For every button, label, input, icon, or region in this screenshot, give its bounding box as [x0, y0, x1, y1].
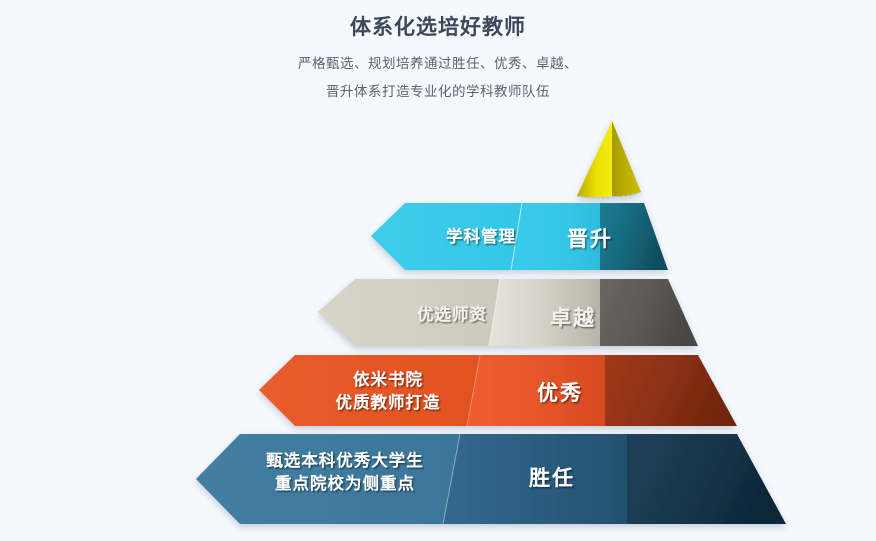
page-subtitle: 严格甄选、规划培养通过胜任、优秀、卓越、 晋升体系打造专业化的学科教师队伍	[0, 50, 876, 106]
level-4-banner-label-line2: 重点院校为侧重点	[275, 473, 415, 493]
apex-right-face	[612, 121, 641, 197]
level-4-side-face	[627, 434, 786, 524]
level-4-banner-label-line1: 甄选本科优秀大学生	[266, 450, 424, 470]
level-3-stage-label: 优秀	[537, 381, 583, 405]
page-title: 体系化选培好教师	[350, 16, 526, 39]
level-3-banner-label-line2: 优质教师打造	[336, 392, 441, 412]
level-2-banner-shape	[318, 279, 500, 346]
level-2-side-face	[600, 279, 698, 346]
level-3-banner-label-line1: 依米书院	[353, 369, 423, 389]
level-1-banner-label-line1: 学科管理	[446, 226, 516, 246]
apex-cone[interactable]	[576, 121, 642, 199]
subtitle-line-2: 晋升体系打造专业化的学科教师队伍	[326, 84, 550, 99]
level-1-banner-shape	[371, 203, 522, 270]
level-1-stage-label: 晋升	[567, 228, 613, 251]
level-3-banner-shape	[259, 355, 480, 426]
level-2-front-face	[467, 279, 600, 346]
apex-left-body	[577, 121, 612, 198]
level-4-stage-label: 胜任	[529, 466, 575, 490]
header-block: 体系化选培好教师 严格甄选、规划培养通过胜任、优秀、卓越、 晋升体系打造专业化的…	[0, 0, 876, 106]
apex-base-edge	[576, 191, 642, 199]
pyramid-level-4[interactable]: 甄选本科优秀大学生 重点院校为侧重点 胜任	[196, 433, 786, 525]
level-1-side-face	[600, 203, 668, 270]
subtitle-line-1: 严格甄选、规划培养通过胜任、优秀、卓越、	[298, 56, 578, 71]
level-4-front-face	[410, 434, 627, 524]
pyramid-level-2[interactable]: 优选师资 卓越	[318, 278, 698, 347]
level-2-stage-label: 卓越	[550, 306, 596, 330]
pyramid-level-3[interactable]: 依米书院 优质教师打造 优秀	[259, 354, 737, 427]
level-4-banner-shape	[196, 434, 460, 524]
level-2-banner-label-line1: 优选师资	[417, 304, 487, 324]
level-3-side-face	[605, 355, 737, 426]
level-3-front-face	[443, 355, 605, 426]
pyramid-level-1[interactable]: 学科管理 晋升	[371, 202, 668, 271]
